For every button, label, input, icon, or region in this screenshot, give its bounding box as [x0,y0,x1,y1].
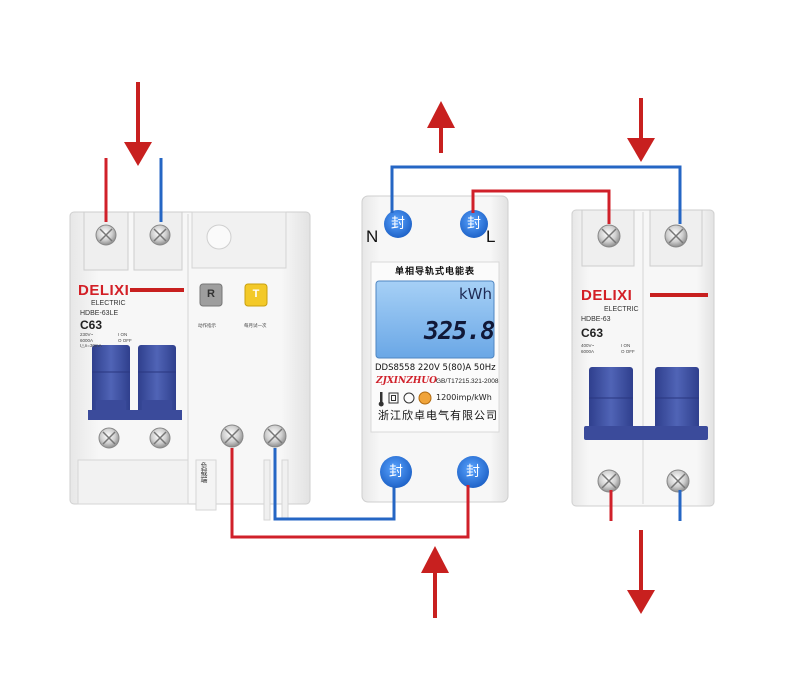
output-arrow [627,530,655,614]
mcb-red-stripe [650,293,708,297]
meter-terminal-l-bottom [457,456,489,488]
live-terminal-label: L [486,227,496,246]
double-insulation-icon [388,392,399,404]
meter-bottom-arrow [421,546,449,618]
meter-unit: kWh [459,285,493,303]
meter-terminal-n-bottom [380,456,412,488]
rcbo-handle-bar [88,410,182,420]
thermometer-icon [378,392,384,407]
mcb-handle-1[interactable] [589,367,633,437]
mcb-on-off: I ON O OFF [621,343,635,354]
meter-lcd [375,280,495,359]
rcbo-on-off: I ON O OFF [118,332,132,343]
wiring [104,158,682,539]
meter-manufacturer-logo: ZJXINZHUO [376,376,438,386]
rcd-top-knob [206,224,232,250]
rcbo-bottom-screw-1 [98,427,120,449]
meter-terminal-n-top [384,210,412,238]
rcbo-handle-1[interactable] [92,345,130,418]
rcbo-reset-label: T [252,288,260,300]
mcb-model: HDBE-63 [581,316,611,323]
rcbo-rating: C63 [80,318,103,332]
rcbo-model: HDBE-63LE [80,310,119,317]
meter-impulse: 1200imp/kWh [436,393,492,402]
mcb-top-screw-2 [664,224,688,248]
rcbo-note-1: 动作指示 [198,323,216,328]
mcb-specs: 400V~ 6000A [581,343,595,354]
neutral-terminal-label: N [366,227,379,246]
rcbo-note-2: 每月试一次 [244,323,267,328]
rcbo-test-label: R [207,288,215,300]
class-icon [403,392,415,404]
meter-reading: 325.8 [424,316,495,345]
meter-specs: DDS8558 220V 5(80)A 50Hz [375,363,496,373]
rcbo-test-button[interactable] [199,283,223,307]
input-arrow [124,82,152,166]
rcbo-red-stripe [130,288,184,292]
mcb-handle-bar [584,426,708,440]
rcbo-specs: 230V~ 6000A I△n=30mA [80,332,102,349]
meter-seal-l-bottom: 封 [466,463,480,479]
rcbo-sub-brand: ELECTRIC [91,300,126,307]
mcb-bottom-screw-1 [597,469,621,493]
meter-title: 单相导轨式电能表 [394,266,475,276]
rcbo-handle-2[interactable] [138,345,176,418]
meter-seal-n-bottom: 封 [389,463,403,479]
rcbo-reset-button[interactable] [244,283,268,307]
energy-meter [361,195,509,503]
mcb-sub-brand: ELECTRIC [604,306,639,313]
meter-to-mcb-live-wire [471,189,611,224]
mcb-top-screw-1 [597,224,621,248]
rcbo-breaker [69,211,311,521]
mcb-bottom-screw-2 [666,469,690,493]
meter-to-mcb-neutral-wire [390,165,682,224]
meter-seal-n-top: 封 [391,215,405,231]
mcb-handle-2[interactable] [655,367,699,437]
meter-company: 浙江欣卓电气有限公司 [378,410,498,422]
meter-terminal-l-top [460,210,488,238]
rcbo-bottom-screw-2 [149,427,171,449]
rcbo-load-label: 负载端 [200,462,207,483]
meter-seal-l-top: 封 [467,215,481,231]
mcb-input-arrow [627,98,655,162]
rcbo-brand: DELIXI [78,282,130,299]
rcbo-to-meter-neutral-wire [273,448,396,521]
rcbo-load-screw-2 [263,424,287,448]
mcb-rating: C63 [581,326,604,340]
rcbo-load-screw-1 [220,424,244,448]
mcb-breaker [571,209,715,507]
mcb-brand: DELIXI [581,287,633,304]
rcbo-to-meter-live-wire [230,448,470,539]
rcbo-top-screw-1 [95,224,117,246]
pulse-led [418,391,432,405]
rcbo-top-screw-2 [149,224,171,246]
meter-standard: GB/T17215.321-2008 [436,378,499,385]
meter-top-arrow [427,101,455,153]
